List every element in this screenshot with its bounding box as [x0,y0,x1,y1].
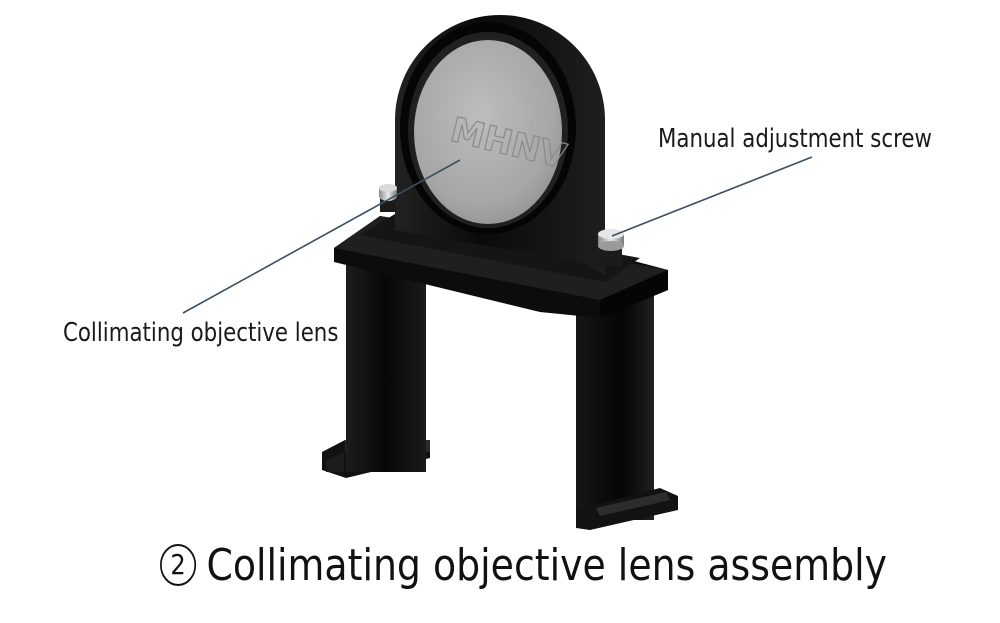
left-leg [322,250,430,478]
lens-leader-line [182,159,461,314]
caption-text: Collimating objective lens assembly [206,540,888,591]
screw-leader-line [611,156,813,237]
collimating-lens [414,40,562,224]
right-adjustment-screw [598,229,624,266]
lens-label: Collimating objective lens [63,318,339,348]
left-adjustment-screw [379,184,397,212]
screw-label: Manual adjustment screw [658,124,932,154]
right-leg [576,290,678,530]
caption-number: 2 [160,544,197,586]
